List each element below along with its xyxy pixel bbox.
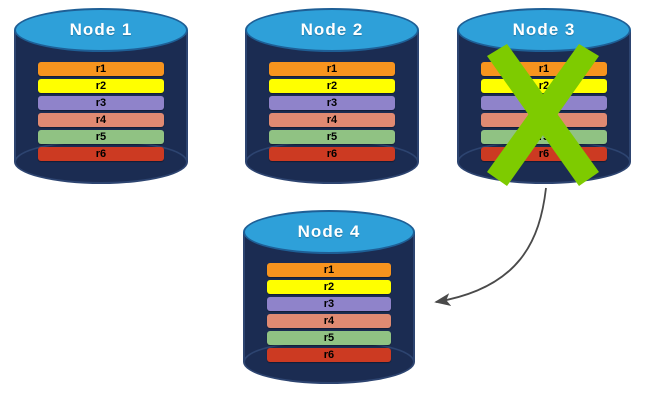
node-2-row-r5[interactable]: r5: [269, 130, 395, 144]
node-2-title: Node 2: [300, 20, 364, 39]
node-2-row-r4-label: r4: [326, 113, 338, 126]
node-3-row-list: r1 r2 r3 r4 r5 r6: [457, 62, 631, 161]
node-3-row-r5-label: r5: [538, 130, 550, 143]
node-4-row-r5-label: r5: [323, 331, 335, 344]
node-2-row-r3-label: r3: [326, 96, 338, 109]
node-2-row-r2[interactable]: r2: [269, 79, 395, 93]
node-3-cylinder-top: Node 3: [457, 8, 631, 52]
node-3-row-r4-label: r4: [538, 113, 550, 126]
node-4[interactable]: Node 4 r1 r2 r3 r4 r5 r6: [243, 210, 415, 384]
node-4-row-r2[interactable]: r2: [267, 280, 391, 294]
node-1-row-r1-label: r1: [95, 62, 107, 75]
node-4-title: Node 4: [297, 222, 361, 241]
node-3-title: Node 3: [512, 20, 576, 39]
node-1-row-r4[interactable]: r4: [38, 113, 164, 127]
node-1-row-r5[interactable]: r5: [38, 130, 164, 144]
node-2-cylinder-top: Node 2: [245, 8, 419, 52]
node-3-row-r6[interactable]: r6: [481, 147, 607, 161]
node-4-row-list: r1 r2 r3 r4 r5 r6: [243, 263, 415, 362]
node-2-row-r5-label: r5: [326, 130, 338, 143]
node-4-row-r5[interactable]: r5: [267, 331, 391, 345]
node-3-row-r3[interactable]: r3: [481, 96, 607, 110]
node-2-row-r6-label: r6: [326, 147, 338, 160]
node-3-row-r5[interactable]: r5: [481, 130, 607, 144]
node-1-title: Node 1: [69, 20, 133, 39]
node-3-row-r3-label: r3: [538, 96, 550, 109]
node-3-row-r4[interactable]: r4: [481, 113, 607, 127]
node-2-row-r1-label: r1: [326, 62, 338, 75]
node-4-row-r2-label: r2: [323, 280, 335, 293]
node-1-row-list: r1 r2 r3 r4 r5 r6: [14, 62, 188, 161]
node-3-row-r1[interactable]: r1: [481, 62, 607, 76]
node-4-row-r3-label: r3: [323, 297, 335, 310]
node-1[interactable]: Node 1 r1 r2 r3 r4 r5 r6: [14, 8, 188, 184]
node-3-row-r2-label: r2: [538, 79, 550, 92]
node-1-row-r2-label: r2: [95, 79, 107, 92]
node-1-row-r5-label: r5: [95, 130, 107, 143]
node-2-row-list: r1 r2 r3 r4 r5 r6: [245, 62, 419, 161]
node-2-row-r2-label: r2: [326, 79, 338, 92]
node-1-row-r3[interactable]: r3: [38, 96, 164, 110]
node-4-cylinder-bottom: [243, 340, 415, 384]
node-3[interactable]: Node 3 r1 r2 r3 r4 r5 r6: [457, 8, 631, 184]
node-1-row-r3-label: r3: [95, 96, 107, 109]
node-4-row-r1-label: r1: [323, 263, 335, 276]
node-1-row-r2[interactable]: r2: [38, 79, 164, 93]
node-3-row-r2[interactable]: r2: [481, 79, 607, 93]
node-2-row-r6[interactable]: r6: [269, 147, 395, 161]
node-4-row-r4-label: r4: [323, 314, 335, 327]
node-3-row-r6-label: r6: [538, 147, 550, 160]
node-2-row-r3[interactable]: r3: [269, 96, 395, 110]
node-4-row-r6-label: r6: [323, 348, 335, 361]
node-1-cylinder-top: Node 1: [14, 8, 188, 52]
node-1-row-r6-label: r6: [95, 147, 107, 160]
node-2-row-r1[interactable]: r1: [269, 62, 395, 76]
node-1-row-r1[interactable]: r1: [38, 62, 164, 76]
node-2-row-r4[interactable]: r4: [269, 113, 395, 127]
node-4-row-r3[interactable]: r3: [267, 297, 391, 311]
node-4-row-r6[interactable]: r6: [267, 348, 391, 362]
node-3-row-r1-label: r1: [538, 62, 550, 75]
node-2[interactable]: Node 2 r1 r2 r3 r4 r5 r6: [245, 8, 419, 184]
node-4-cylinder-top: Node 4: [243, 210, 415, 254]
node-4-row-r1[interactable]: r1: [267, 263, 391, 277]
node-1-row-r6[interactable]: r6: [38, 147, 164, 161]
node-1-row-r4-label: r4: [95, 113, 107, 126]
node-4-row-r4[interactable]: r4: [267, 314, 391, 328]
